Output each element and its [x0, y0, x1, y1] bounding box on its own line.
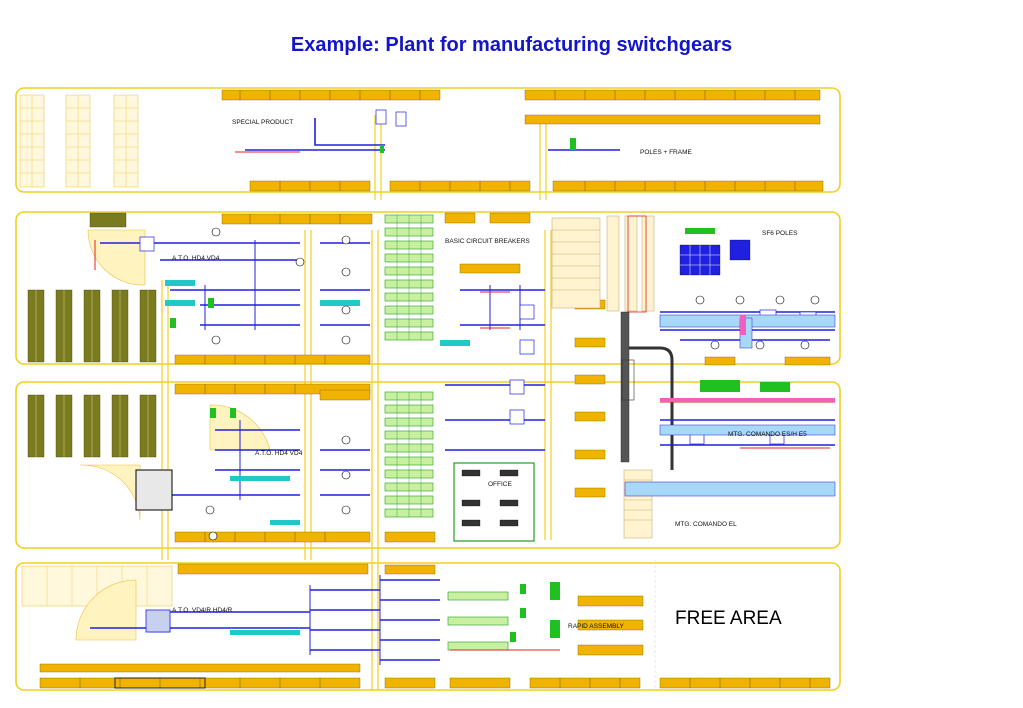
hall-4-outline — [15, 562, 841, 691]
label-office: OFFICE — [488, 481, 512, 488]
label-mtg-comando-el: MTG. COMANDO EL — [675, 521, 737, 528]
hall-3-outline — [15, 381, 841, 549]
hall-2-outline — [15, 211, 841, 365]
label-sf6-poles: SF6 POLES — [762, 230, 798, 237]
label-free-area: FREE AREA — [675, 608, 782, 629]
label-ato-vd4r-hd4r: A.T.O. VD4/R HD4/R — [172, 607, 233, 614]
label-rapid-assembly: RAPID ASSEMBLY — [568, 623, 625, 630]
label-special-product: SPECIAL PRODUCT — [232, 119, 293, 126]
page-title: Example: Plant for manufacturing switchg… — [290, 34, 733, 56]
label-basic-circuit-breakers: BASIC CIRCUIT BREAKERS — [445, 238, 530, 245]
label-ato-hd4-vd4-mid: A.T.O. HD4 VD4 — [255, 450, 303, 457]
label-mtg-comando-esh: MTG. COMANDO ES/H E5 — [728, 431, 807, 438]
label-ato-hd4-vd4-top: A.T.O. HD4 VD4 — [172, 255, 220, 262]
office-room — [453, 462, 535, 542]
hall-1-outline — [15, 87, 841, 193]
label-poles-frame: POLES + FRAME — [640, 149, 692, 156]
